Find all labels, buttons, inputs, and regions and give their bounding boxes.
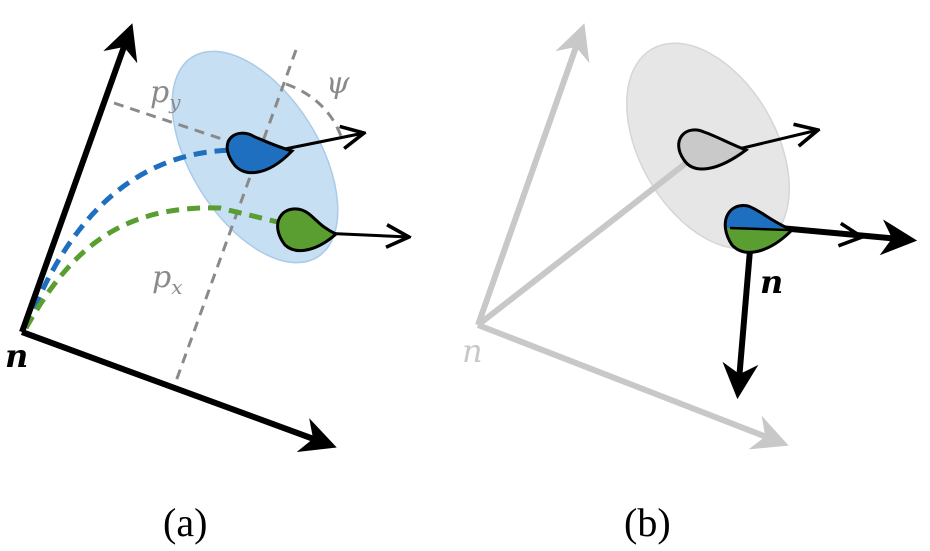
origin-label-b: n (462, 332, 483, 370)
merged-marker (723, 204, 795, 254)
green-marker (276, 207, 339, 253)
faded-connector (476, 157, 692, 328)
blue-trajectory (23, 147, 239, 329)
panel-b: n n (b) (462, 23, 918, 545)
node-label: n (760, 263, 783, 301)
px-guide-line (173, 49, 298, 385)
faded-axis-x-arrow (476, 322, 789, 450)
node-axis-right-arrow (779, 219, 918, 256)
faded-axis-y-arrow (475, 23, 590, 326)
caption-a: (a) (163, 500, 207, 545)
blue-marker (225, 131, 295, 175)
axis-x-arrow (20, 329, 337, 452)
node-axis-down-arrow (722, 249, 759, 400)
axis-y-arrow (19, 23, 138, 334)
py-label: py (150, 75, 181, 114)
caption-b: (b) (624, 500, 671, 545)
green-trajectory (23, 205, 283, 330)
grey-marker (677, 128, 750, 171)
px-label: px (152, 260, 183, 299)
panel-a: py px ψ n (a) (5, 23, 409, 545)
psi-label: ψ (326, 66, 350, 101)
origin-label-a: n (5, 337, 28, 375)
